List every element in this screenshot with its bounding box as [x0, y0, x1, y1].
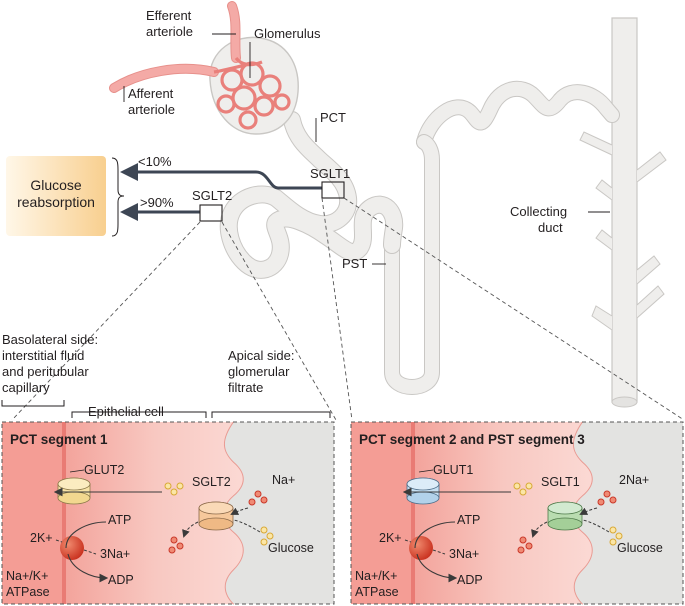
- reabsorption-arrows: <10% >90%: [120, 154, 322, 221]
- pump-label-line1: Na+/K+: [355, 569, 397, 583]
- glomerulus-label: Glomerulus: [254, 26, 321, 41]
- apical-line3: filtrate: [228, 380, 263, 395]
- panel-pct-segment-1: PCT segment 1 GLUT2 SGLT2 Na+ Glucose: [1, 421, 335, 605]
- sglt2-marker-box: [199, 204, 223, 222]
- glucose-molecules: [513, 482, 623, 546]
- na-k-atpase-pump: [60, 536, 84, 560]
- pump-label-line1: Na+/K+: [6, 569, 48, 583]
- glut1-transporter: [406, 477, 440, 505]
- nephron-labels: Efferent arteriole Glomerulus Afferent a…: [123, 8, 610, 271]
- pump-label-line2: ATPase: [6, 585, 50, 599]
- collecting-duct-label-line1: Collecting: [510, 204, 567, 219]
- k-label: 2K+: [379, 531, 402, 545]
- glut2-transporter: [57, 477, 91, 505]
- apical-line2: glomerular: [228, 364, 290, 379]
- glucose-reabsorption-line2: reabsorption: [17, 194, 95, 210]
- sglt-label: SGLT2: [192, 475, 231, 489]
- sglt-markers: SGLT1 SGLT2: [192, 166, 350, 222]
- atp-label: ATP: [457, 513, 480, 527]
- glucose-reabsorption-line1: Glucose: [30, 177, 82, 193]
- glucose-molecules: [164, 482, 274, 546]
- basolateral-line2: interstitial fluid: [2, 348, 84, 363]
- nephron-tubule: [219, 17, 667, 408]
- panel-title: PCT segment 2 and PST segment 3: [359, 432, 585, 447]
- na3-label: 3Na+: [100, 547, 130, 561]
- pct-label: PCT: [320, 110, 346, 125]
- basolateral-line1: Basolateral side:: [2, 332, 98, 347]
- sglt1-marker-box: [321, 181, 345, 199]
- glomerulus-vessels: [109, 1, 291, 130]
- apical-line1: Apical side:: [228, 348, 294, 363]
- afferent-label-line1: Afferent: [128, 86, 174, 101]
- efferent-label-line2: arteriole: [146, 24, 193, 39]
- glomerulus-capillaries: [213, 56, 291, 130]
- panel-title: PCT segment 1: [10, 432, 108, 447]
- glucose-reabsorption-box: Glucose reabsorption: [6, 156, 125, 237]
- sodium-label: 2Na+: [619, 473, 649, 487]
- collecting-duct-label-line2: duct: [538, 220, 563, 235]
- pct-gt90-label: >90%: [140, 195, 174, 210]
- na-k-atpase-pump: [409, 536, 433, 560]
- sglt-label: SGLT1: [541, 475, 580, 489]
- glut-label: GLUT1: [433, 463, 473, 477]
- pct-lt10-label: <10%: [138, 154, 172, 169]
- atp-label: ATP: [108, 513, 131, 527]
- sglt1-transporter: [547, 501, 583, 531]
- glucose-label: Glucose: [268, 541, 314, 555]
- afferent-label-line2: arteriole: [128, 102, 175, 117]
- adp-label: ADP: [457, 573, 483, 587]
- sodium-ions: [517, 490, 617, 554]
- pump-label-line2: ATPase: [355, 585, 399, 599]
- sglt1-top-label: SGLT1: [310, 166, 350, 181]
- sglt2-top-label: SGLT2: [192, 188, 232, 203]
- glut-label: GLUT2: [84, 463, 124, 477]
- sodium-ions: [168, 490, 268, 554]
- sodium-label: Na+: [272, 473, 295, 487]
- basolateral-line4: capillary: [2, 380, 50, 395]
- side-labels: Basolateral side: interstitial fluid and…: [1, 332, 331, 419]
- glucose-label: Glucose: [617, 541, 663, 555]
- sglt1-reabsorption-arrow: [120, 163, 322, 190]
- zoom-lines: [11, 197, 685, 421]
- basolateral-line3: and peritubular: [2, 364, 89, 379]
- efferent-label-line1: Efferent: [146, 8, 192, 23]
- k-label: 2K+: [30, 531, 53, 545]
- sglt2-transporter: [198, 501, 234, 531]
- na3-label: 3Na+: [449, 547, 479, 561]
- adp-label: ADP: [108, 573, 134, 587]
- panel-pct-segment-2-pst-segment-3: PCT segment 2 and PST segment 3 GLUT1 SG…: [350, 421, 684, 605]
- pst-label: PST: [342, 256, 367, 271]
